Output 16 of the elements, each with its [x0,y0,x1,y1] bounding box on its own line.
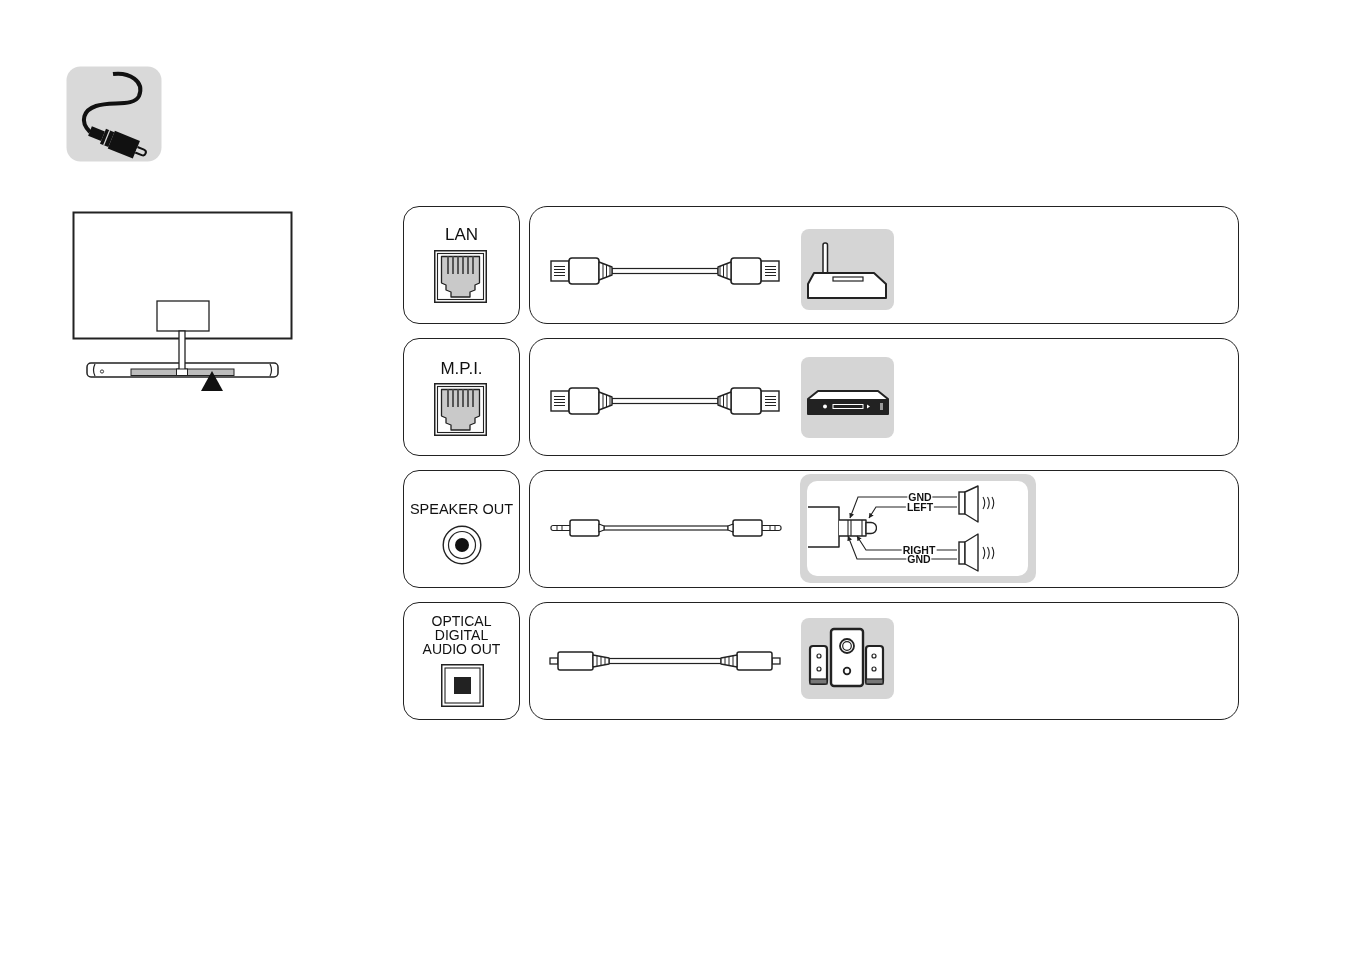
port-card [403,206,520,324]
port-label: LAN [444,225,479,245]
port-label: SPEAKER OUT [409,500,514,518]
edge-label: GND [907,492,933,502]
port-card [403,602,520,720]
plug-tip [839,519,877,537]
connection-panel [529,338,1239,456]
connection-panel [529,206,1239,324]
port-label: OPTICAL DIGITAL AUDIO OUT [421,614,502,656]
edge-label: LEFT [905,502,935,512]
connection-panel [529,602,1239,720]
port-label: M.P.I. [440,359,483,379]
port-card [403,338,520,456]
connection-panel [529,470,1239,588]
edge-label: GND [906,554,932,564]
port-card [403,470,520,588]
